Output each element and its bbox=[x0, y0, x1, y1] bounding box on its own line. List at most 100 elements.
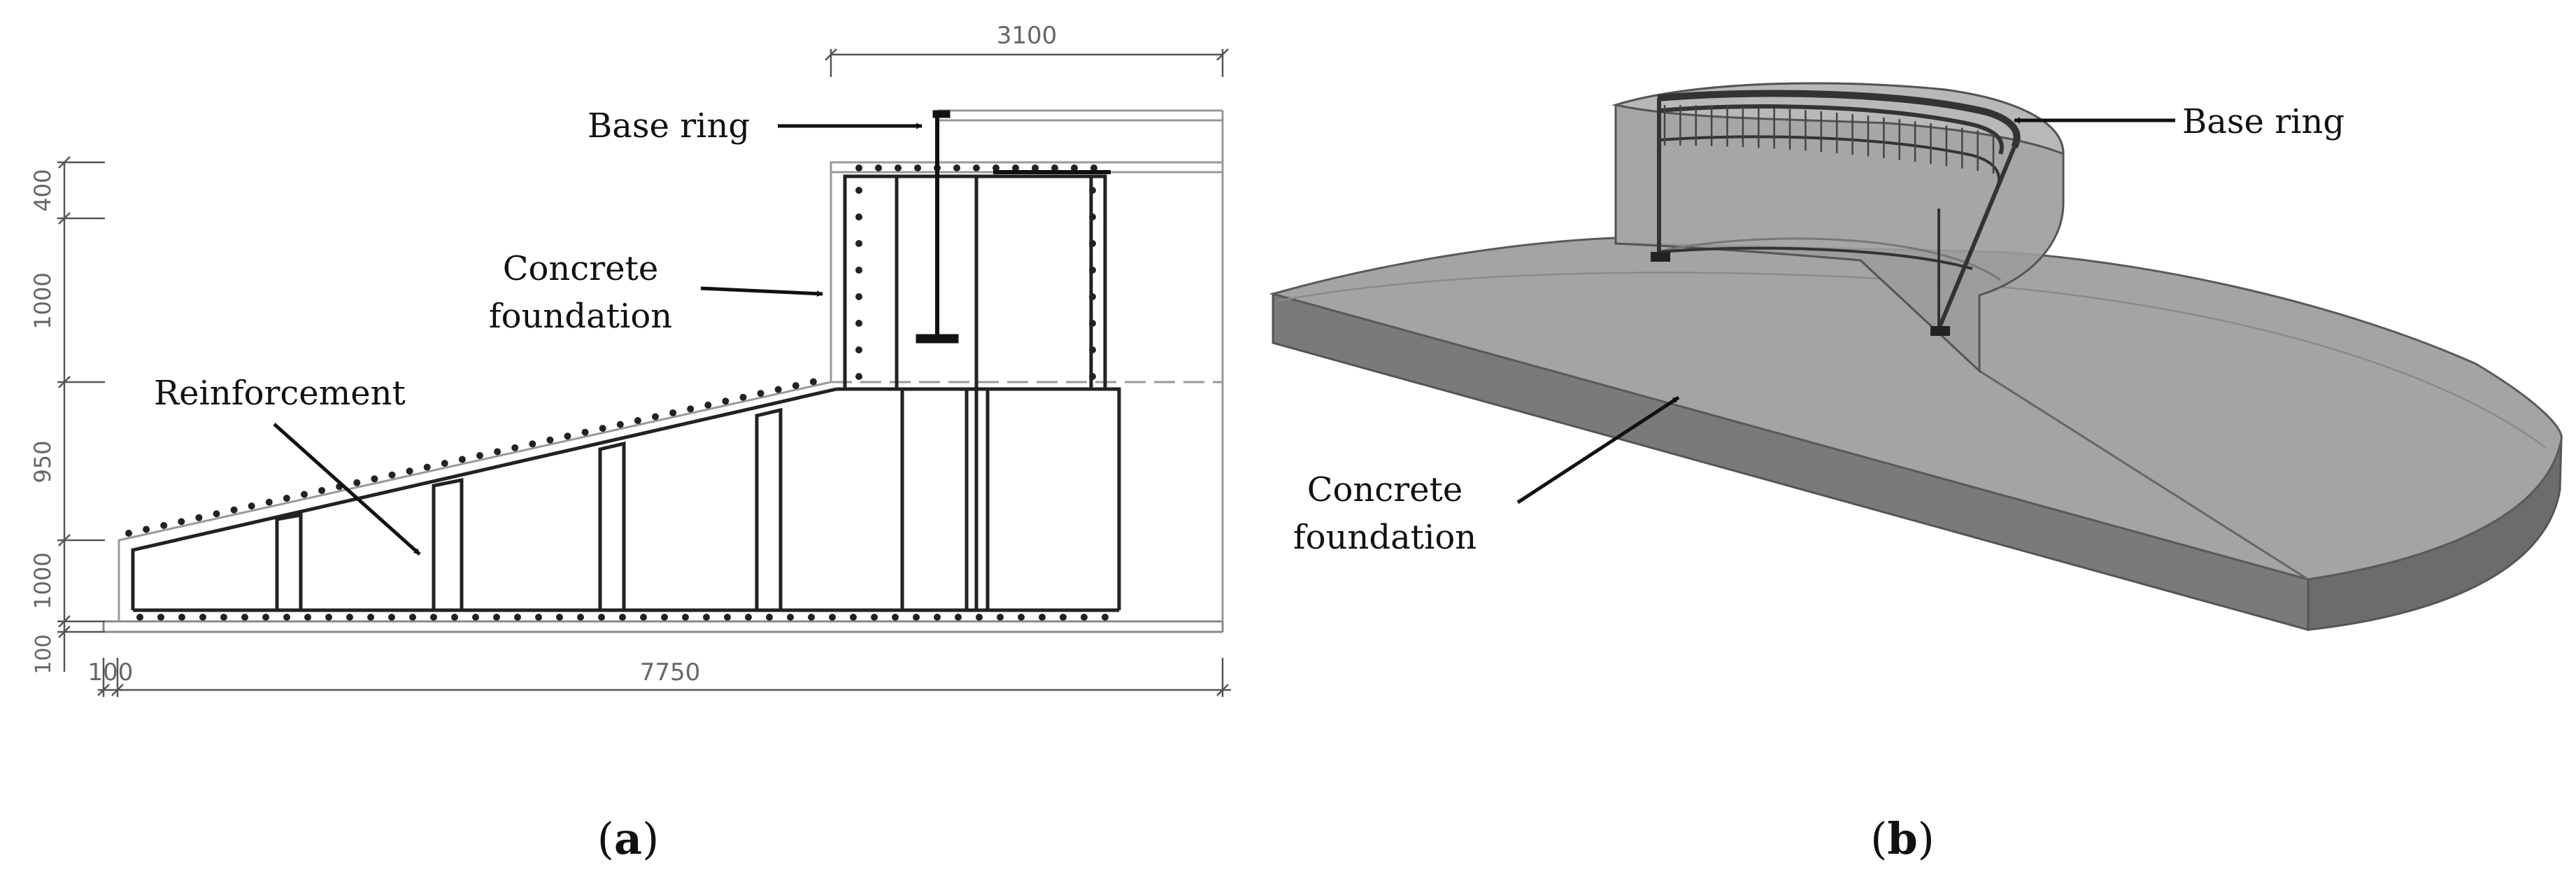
rebar-dot bbox=[178, 614, 185, 621]
rebar-dot bbox=[682, 614, 689, 621]
caption-b: (b) bbox=[1870, 813, 1935, 864]
rebar-dot bbox=[304, 614, 311, 621]
rebar-dot bbox=[973, 164, 980, 171]
label-foundation-b-line1: Concrete bbox=[1307, 470, 1463, 509]
rebar-dot bbox=[581, 428, 589, 436]
rebar-dot bbox=[652, 413, 659, 421]
rebar-dot bbox=[1102, 614, 1109, 621]
base-ring-3d bbox=[1657, 90, 2021, 330]
rebar-dot bbox=[661, 614, 668, 621]
rebar-dot bbox=[722, 397, 730, 405]
rebar-dot bbox=[766, 614, 773, 621]
rebar-dot bbox=[895, 164, 902, 171]
rebar-dot bbox=[262, 614, 269, 621]
rebar-dot bbox=[1089, 346, 1096, 353]
rebar-dot bbox=[220, 614, 227, 621]
rebar-dot bbox=[511, 444, 519, 451]
dimension-v-950: 950 bbox=[29, 440, 56, 483]
rebar-dot bbox=[855, 240, 862, 247]
rebar-dot bbox=[529, 440, 536, 448]
rebar-dot bbox=[598, 614, 605, 621]
rebar-dot bbox=[616, 421, 624, 428]
rebar-dot bbox=[325, 614, 332, 621]
rebar-dot bbox=[855, 320, 862, 327]
rebar-dot bbox=[409, 614, 416, 621]
rebar-dot bbox=[855, 213, 862, 220]
rebar-dot bbox=[855, 346, 862, 353]
rebar-dot bbox=[1089, 267, 1096, 274]
rebar-dot bbox=[230, 506, 238, 514]
rebar-dot bbox=[704, 401, 712, 409]
rebar-dot bbox=[855, 293, 862, 300]
ground-base bbox=[102, 620, 1224, 633]
rebar-dot bbox=[875, 164, 882, 171]
panel-a-section-drawing: 3100 100 7750 40 bbox=[29, 22, 1231, 864]
dimension-v-100: 100 bbox=[31, 634, 56, 674]
rebar-dot bbox=[619, 614, 626, 621]
rebar-dot bbox=[241, 614, 248, 621]
rebar-dot bbox=[353, 479, 361, 486]
dimension-v-1000-upper: 1000 bbox=[29, 272, 56, 329]
dimension-bottom bbox=[97, 658, 1231, 697]
rebar-dot bbox=[913, 614, 920, 621]
dimension-top-label: 3100 bbox=[997, 22, 1058, 50]
rebar-dot bbox=[136, 614, 143, 621]
rebar-dot bbox=[808, 614, 815, 621]
rebar-dot bbox=[143, 526, 150, 533]
label-base-ring-b: Base ring bbox=[2182, 102, 2344, 141]
rebar-dot bbox=[724, 614, 731, 621]
rebar-dot bbox=[1018, 614, 1025, 621]
rebar-dot bbox=[855, 164, 862, 171]
rebar-dot bbox=[871, 614, 878, 621]
rebar-dot bbox=[914, 164, 921, 171]
rebar-dot bbox=[556, 614, 563, 621]
pedestal-top bbox=[831, 109, 1224, 174]
rebar-dot bbox=[178, 518, 185, 526]
rebar-dot bbox=[669, 409, 677, 416]
rebar-dot bbox=[976, 614, 983, 621]
rebar-dot bbox=[757, 390, 764, 397]
rebar-dot bbox=[1081, 614, 1088, 621]
rebar-dot bbox=[997, 614, 1004, 621]
rebar-dot bbox=[953, 164, 960, 171]
rebar-dot bbox=[1060, 614, 1067, 621]
rebar-dots bbox=[125, 164, 1109, 621]
rebar-dot bbox=[1071, 164, 1078, 171]
rebar-dot bbox=[599, 425, 606, 432]
rebar-dot bbox=[535, 614, 542, 621]
rebar-dot bbox=[514, 614, 521, 621]
rebar-dot bbox=[494, 448, 501, 456]
rebar-dot bbox=[739, 393, 747, 401]
arrow-foundation-a bbox=[700, 286, 823, 297]
label-foundation-a-line1: Concrete bbox=[503, 249, 658, 288]
rebar-dot bbox=[774, 386, 782, 393]
label-foundation-b-line2: foundation bbox=[1293, 518, 1476, 557]
rebar-dot bbox=[458, 456, 466, 463]
rebar-dot bbox=[388, 614, 395, 621]
rebar-dot bbox=[451, 614, 458, 621]
rebar-dot bbox=[1039, 614, 1046, 621]
rebar-dot bbox=[195, 514, 203, 521]
rebar-dot bbox=[367, 614, 374, 621]
dimension-bottom-offset: 100 bbox=[88, 658, 134, 686]
rebar-dot bbox=[809, 378, 817, 386]
slab-ridge bbox=[1979, 369, 2309, 581]
rebar-dot bbox=[745, 614, 752, 621]
label-reinforcement: Reinforcement bbox=[154, 374, 406, 413]
rebar-dot bbox=[1089, 240, 1096, 247]
rebar-dot bbox=[406, 467, 413, 475]
rebar-dot bbox=[934, 614, 941, 621]
rebar-dot bbox=[703, 614, 710, 621]
rebar-dot bbox=[687, 405, 695, 413]
rebar-dot bbox=[388, 471, 396, 479]
arrow-foundation-b bbox=[1516, 395, 1680, 505]
rebar-dot bbox=[577, 614, 584, 621]
rebar-dot bbox=[430, 614, 437, 621]
rebar-dot bbox=[1089, 213, 1096, 220]
rebar-dot bbox=[301, 491, 308, 498]
rebar-dot bbox=[634, 417, 641, 425]
reference-lines bbox=[831, 162, 1224, 621]
rebar-dot bbox=[423, 463, 431, 471]
panel-b-3d-render: Base ring Concrete foundation (b) bbox=[1269, 82, 2563, 864]
slab-top-face bbox=[1269, 237, 2563, 581]
